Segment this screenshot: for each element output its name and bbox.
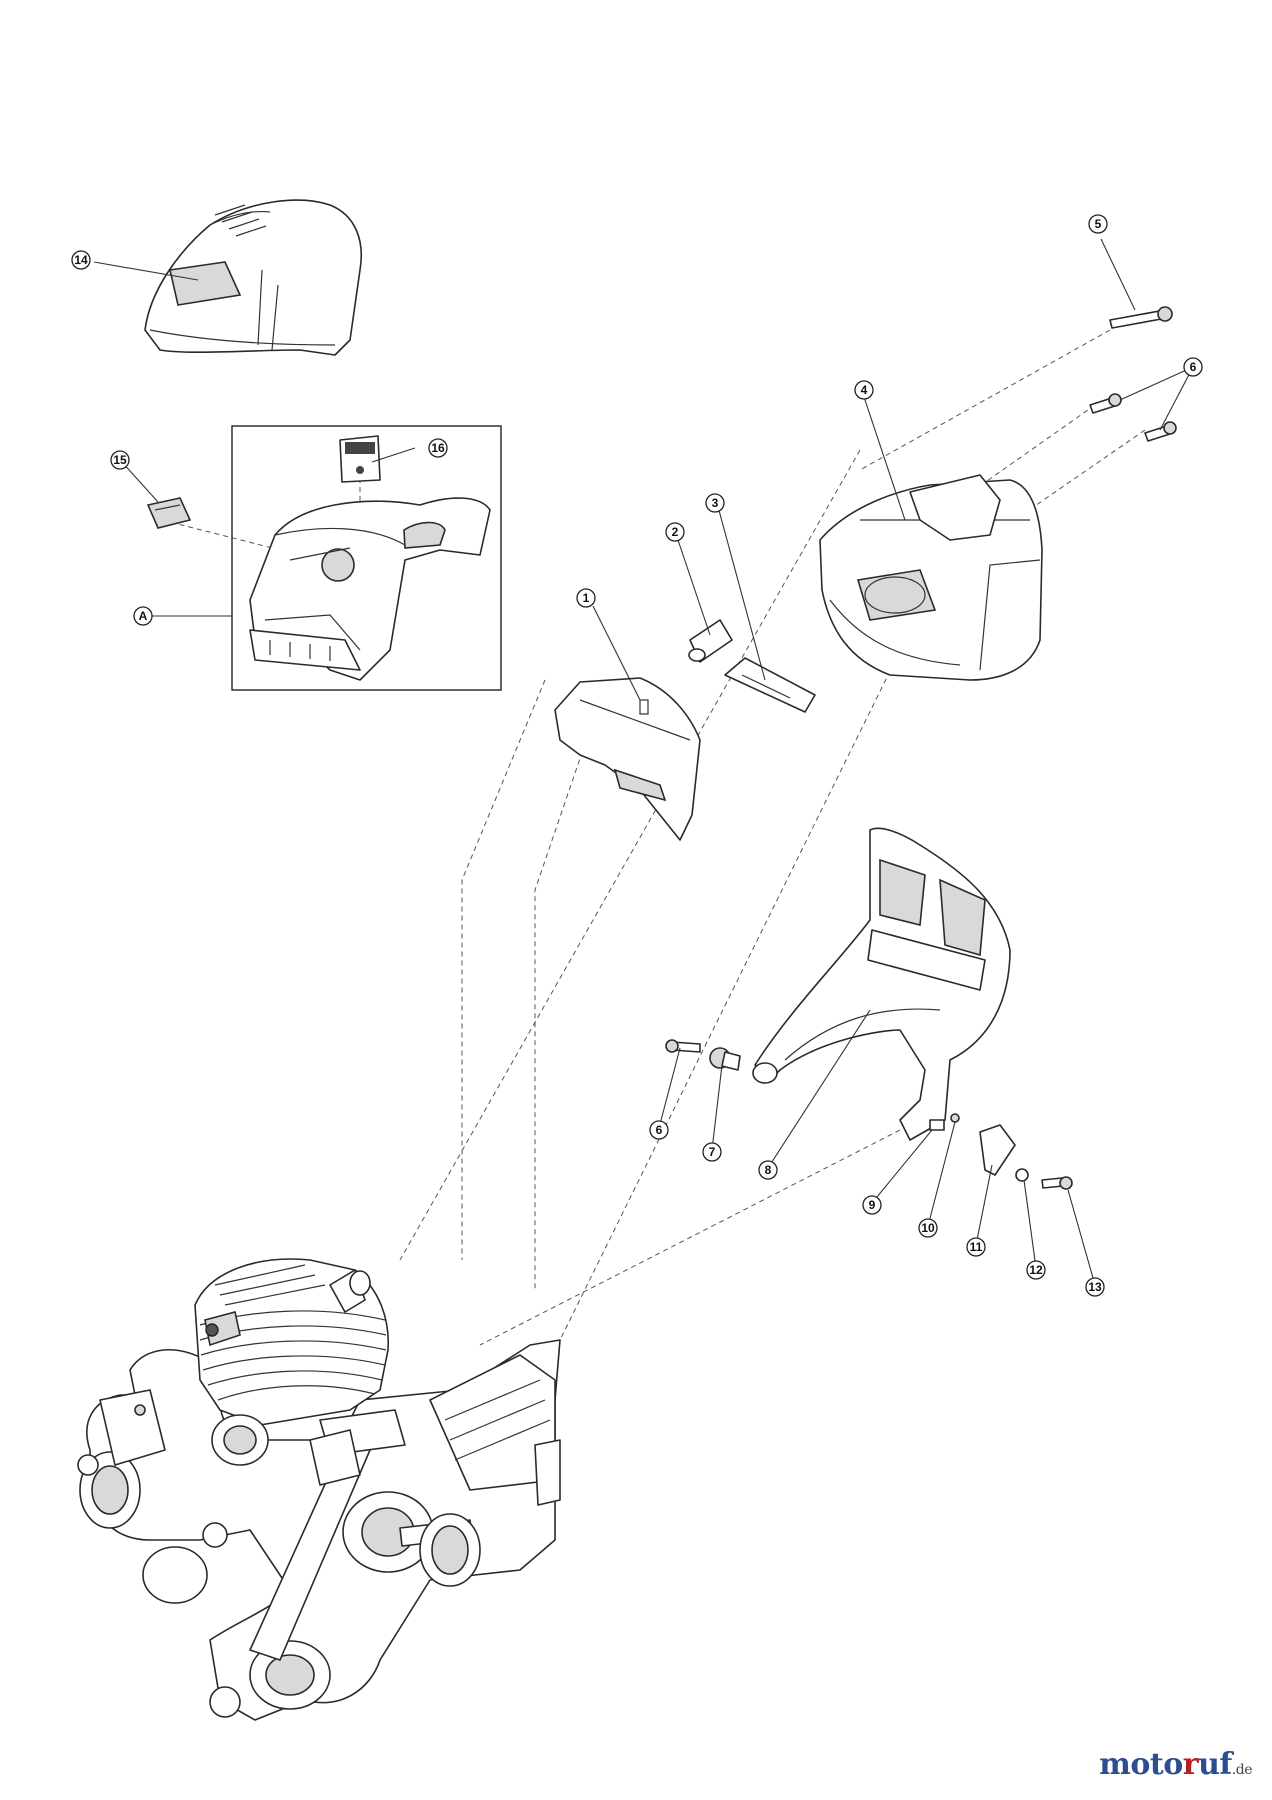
- callout-13: 13: [1085, 1277, 1105, 1297]
- svg-text:5: 5: [1095, 217, 1102, 231]
- bolt-part-5: [1109, 306, 1173, 329]
- callout-2: 2: [665, 522, 685, 542]
- bolts-part-6-top: [1089, 393, 1177, 442]
- callout-14: 14: [71, 250, 91, 270]
- bushing-part-7: [709, 1047, 741, 1071]
- brand-logo: motoruf.de: [1099, 1747, 1252, 1782]
- svg-text:7: 7: [709, 1145, 716, 1159]
- svg-text:11: 11: [970, 1240, 983, 1254]
- callout-7: 7: [702, 1142, 722, 1162]
- svg-text:14: 14: [74, 253, 88, 267]
- sub-assembly-frame: [231, 425, 502, 691]
- svg-text:12: 12: [1029, 1263, 1043, 1277]
- svg-text:16: 16: [431, 441, 445, 455]
- svg-text:6: 6: [656, 1123, 663, 1137]
- callout-A: A: [133, 606, 153, 626]
- callout-8: 8: [758, 1160, 778, 1180]
- engine-cylinder: [194, 1258, 390, 1486]
- gasket-part-3: [724, 657, 816, 713]
- callout-11: 11: [966, 1237, 986, 1257]
- callout-12: 12: [1026, 1260, 1046, 1280]
- brand-text-part1: moto: [1099, 1747, 1183, 1782]
- clip-part-15: [146, 497, 192, 529]
- brand-text-part2: r: [1182, 1747, 1199, 1782]
- top-cover-part-14: [144, 199, 362, 356]
- leader-lines: [93, 238, 1194, 1286]
- callout-10: 10: [918, 1218, 938, 1238]
- sleeve-part-2: [688, 619, 733, 663]
- svg-text:3: 3: [712, 496, 719, 510]
- callout-6-lower: 6: [649, 1120, 669, 1140]
- svg-text:2: 2: [672, 525, 679, 539]
- callout-15: 15: [110, 450, 130, 470]
- svg-text:13: 13: [1088, 1280, 1102, 1294]
- callout-6-top: 6: [1183, 357, 1203, 377]
- callout-1: 1: [576, 588, 596, 608]
- callout-4: 4: [854, 380, 874, 400]
- svg-text:8: 8: [765, 1163, 772, 1177]
- engine-crankcase: [77, 1339, 561, 1721]
- svg-text:4: 4: [861, 383, 868, 397]
- svg-text:A: A: [139, 609, 148, 623]
- brand-domain: .de: [1231, 1762, 1253, 1778]
- svg-text:1: 1: [583, 591, 590, 605]
- hardware-parts-9-13: [929, 1113, 1073, 1190]
- muffler-part-4: [819, 474, 1043, 681]
- svg-text:15: 15: [113, 453, 127, 467]
- hand-guard-part-8: [752, 827, 1011, 1141]
- svg-text:6: 6: [1190, 360, 1197, 374]
- svg-text:9: 9: [869, 1198, 876, 1212]
- callout-16: 16: [428, 438, 448, 458]
- callout-9: 9: [862, 1195, 882, 1215]
- brand-text-part3: uf: [1198, 1747, 1232, 1782]
- svg-text:10: 10: [921, 1221, 935, 1235]
- bolt-part-6-lower: [665, 1039, 701, 1053]
- callout-3: 3: [705, 493, 725, 513]
- heat-shield-part-1: [554, 677, 701, 841]
- callout-5: 5: [1088, 214, 1108, 234]
- label-part-16: [339, 435, 381, 483]
